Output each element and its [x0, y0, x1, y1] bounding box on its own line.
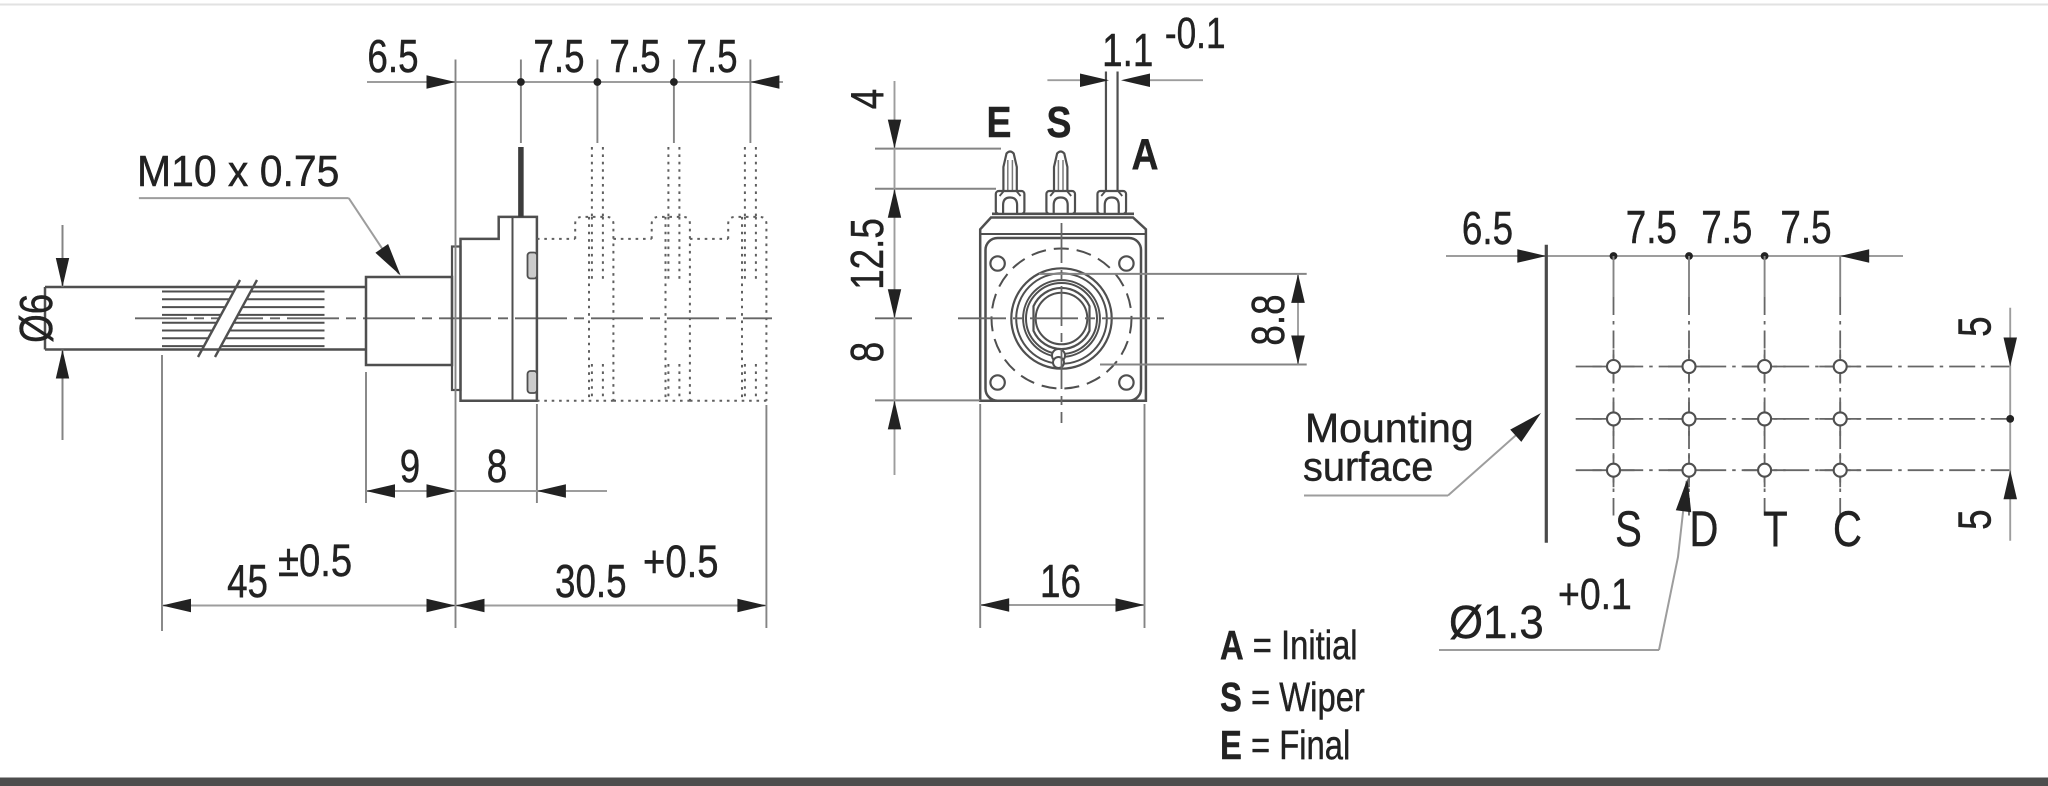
- svg-text:T: T: [1763, 501, 1787, 557]
- svg-text:S = Wiper: S = Wiper: [1220, 673, 1365, 719]
- svg-text:4: 4: [841, 89, 893, 109]
- svg-text:±0.5: ±0.5: [278, 535, 352, 586]
- svg-text:A: A: [1131, 129, 1158, 179]
- svg-text:45: 45: [227, 555, 268, 607]
- svg-text:6.5: 6.5: [1462, 202, 1513, 254]
- svg-text:6.5: 6.5: [367, 30, 418, 82]
- svg-text:8: 8: [487, 440, 507, 492]
- svg-text:surface: surface: [1303, 443, 1433, 490]
- svg-text:Ø6: Ø6: [10, 294, 62, 343]
- svg-text:-0.1: -0.1: [1165, 9, 1226, 58]
- svg-text:D: D: [1690, 501, 1719, 557]
- svg-text:+0.5: +0.5: [643, 536, 718, 587]
- svg-text:8.8: 8.8: [1242, 294, 1294, 345]
- svg-text:7.5: 7.5: [609, 30, 660, 82]
- svg-text:A = Initial: A = Initial: [1220, 621, 1358, 667]
- svg-text:5: 5: [1949, 316, 2001, 336]
- svg-text:16: 16: [1040, 555, 1081, 607]
- svg-text:+0.1: +0.1: [1558, 569, 1632, 619]
- svg-text:E: E: [987, 97, 1012, 147]
- svg-text:7.5: 7.5: [1780, 201, 1831, 253]
- svg-text:8: 8: [841, 342, 893, 362]
- svg-text:9: 9: [400, 440, 420, 492]
- svg-text:7.5: 7.5: [1626, 201, 1677, 253]
- svg-text:S: S: [1615, 501, 1642, 557]
- svg-text:7.5: 7.5: [686, 30, 737, 82]
- svg-text:7.5: 7.5: [1701, 201, 1752, 253]
- svg-text:5: 5: [1949, 509, 2001, 529]
- svg-text:7.5: 7.5: [533, 30, 584, 82]
- svg-text:Ø1.3: Ø1.3: [1449, 596, 1544, 648]
- svg-text:S: S: [1047, 97, 1072, 147]
- svg-text:M10 x 0.75: M10 x 0.75: [137, 148, 339, 197]
- svg-text:C: C: [1833, 501, 1862, 557]
- svg-text:Mounting: Mounting: [1305, 405, 1474, 451]
- svg-text:12.5: 12.5: [841, 218, 893, 290]
- svg-text:30.5: 30.5: [555, 555, 627, 607]
- svg-text:1.1: 1.1: [1102, 24, 1153, 76]
- svg-text:E = Final: E = Final: [1220, 721, 1350, 767]
